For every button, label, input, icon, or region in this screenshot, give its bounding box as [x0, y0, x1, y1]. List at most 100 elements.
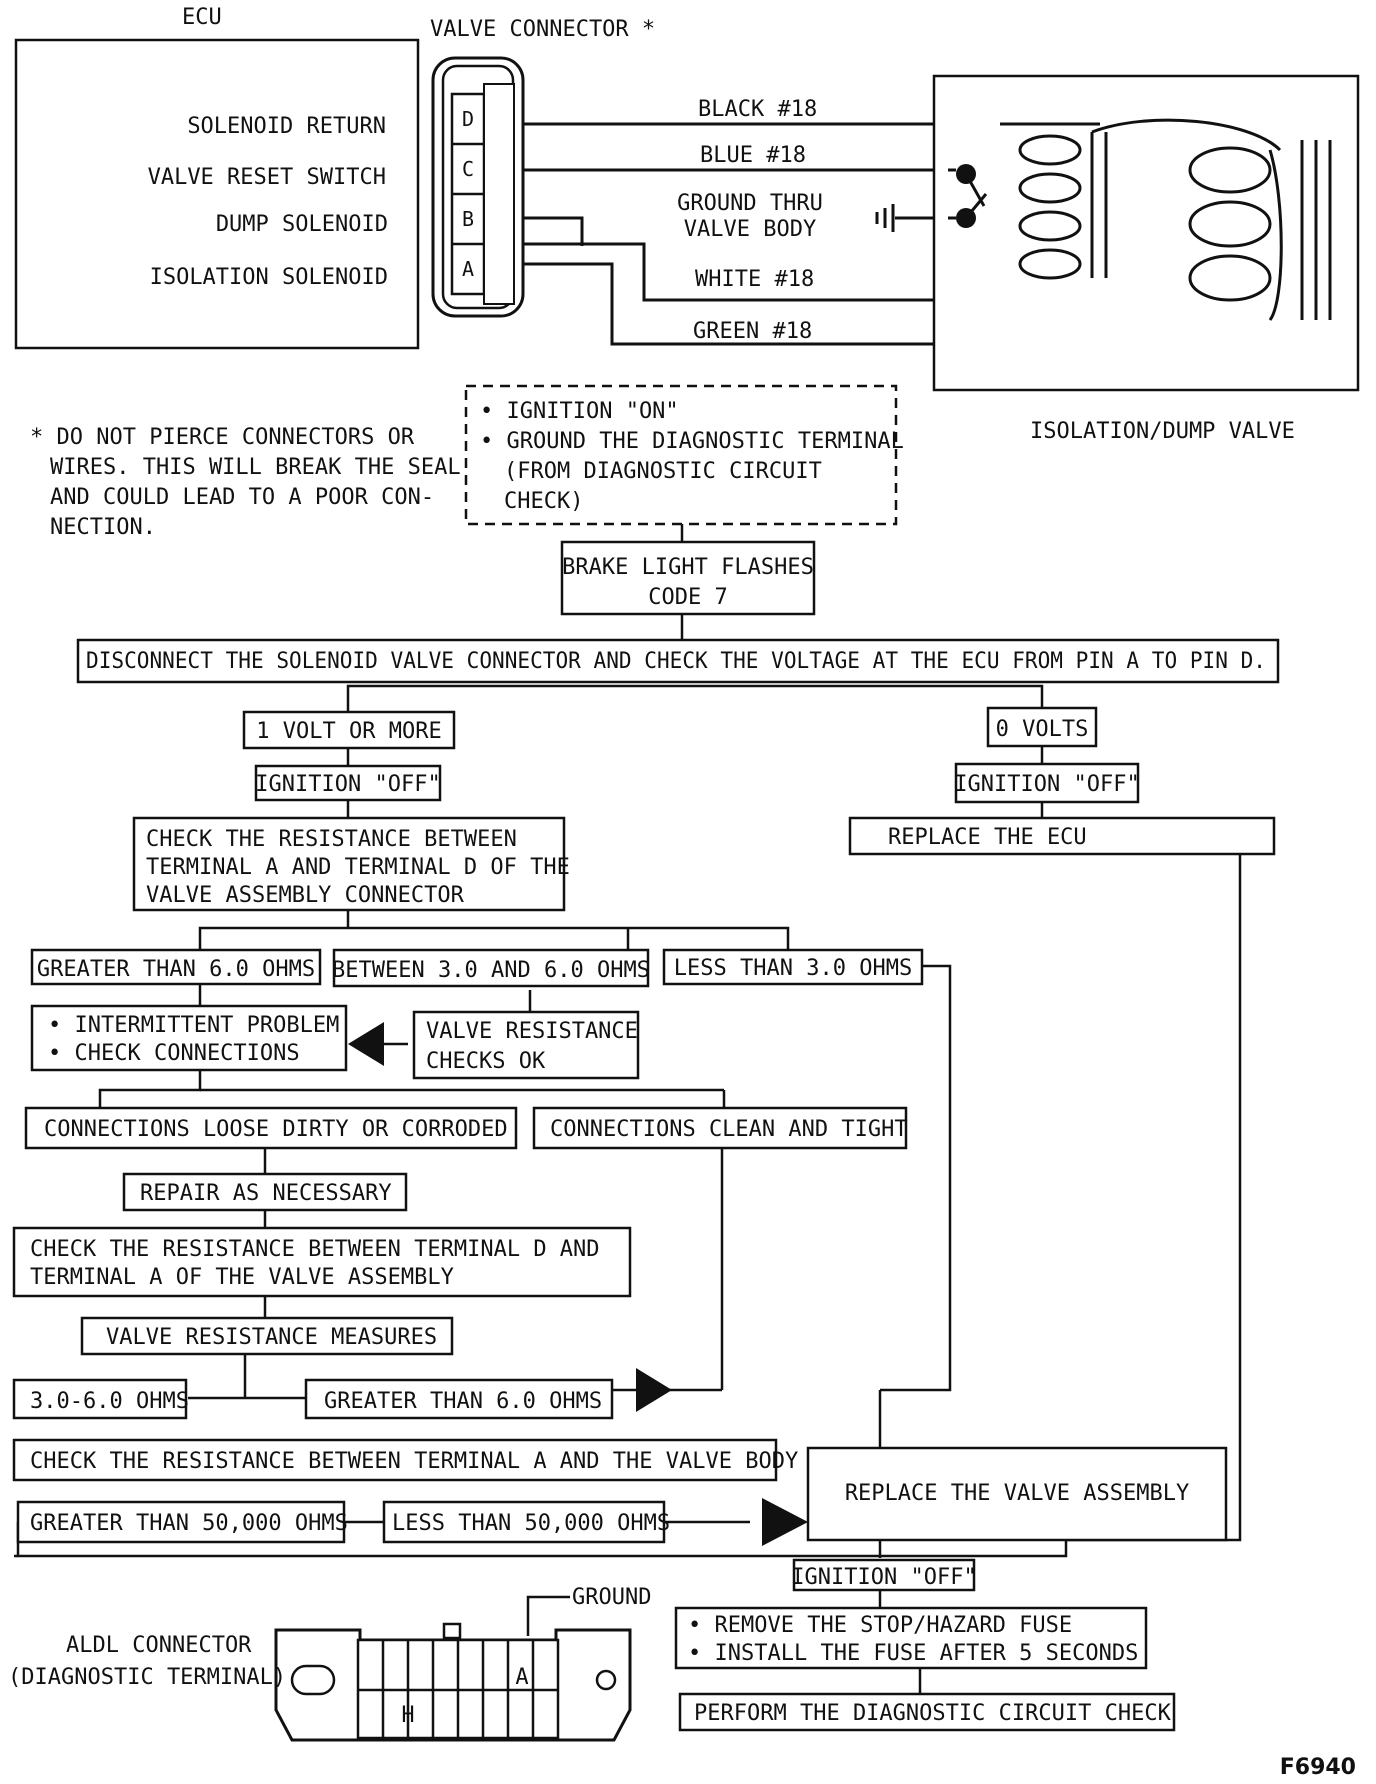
ignition-off-left-box: IGNITION "OFF"	[254, 764, 442, 802]
isolation-dump-valve-label: ISOLATION/DUMP VALVE	[1030, 419, 1295, 444]
ignition-off-bottom-text: IGNITION "OFF"	[791, 1565, 976, 1590]
valve-measures-box: VALVE RESISTANCE MEASURES	[80, 1316, 454, 1356]
less-3-ohms-box: LESS THAN 3.0 OHMS	[662, 948, 924, 986]
replace-ecu-box: REPLACE THE ECU	[848, 816, 1276, 856]
intermittent-line-2: • CHECK CONNECTIONS	[48, 1041, 300, 1066]
ecu-pin-valve-reset-switch: VALVE RESET SWITCH	[148, 165, 386, 190]
ohms-3-6-box: 3.0-6.0 OHMS	[12, 1378, 189, 1420]
footnote-line-4: NECTION.	[50, 515, 156, 540]
check-resistance-da-line-1: CHECK THE RESISTANCE BETWEEN TERMINAL D …	[30, 1237, 600, 1262]
valve-internals	[948, 118, 1332, 321]
check-resistance-da-box: CHECK THE RESISTANCE BETWEEN TERMINAL D …	[12, 1226, 632, 1298]
isolation-coil	[1188, 146, 1272, 302]
check-body-box: CHECK THE RESISTANCE BETWEEN TERMINAL A …	[12, 1438, 798, 1482]
isolation-dump-valve-box	[932, 74, 1360, 392]
valve-resistance-ok-line-2: CHECKS OK	[426, 1049, 546, 1074]
check-resistance-ad-box: CHECK THE RESISTANCE BETWEEN TERMINAL A …	[132, 816, 570, 912]
fuse-box: • REMOVE THE STOP/HAZARD FUSE • INSTALL …	[674, 1606, 1148, 1670]
aldl-mount-slot	[290, 1664, 336, 1696]
check-resistance-da-line-2: TERMINAL A OF THE VALVE ASSEMBLY	[30, 1265, 454, 1290]
perform-check-text: PERFORM THE DIAGNOSTIC CIRCUIT CHECK	[694, 1701, 1172, 1726]
wire-label-blue: BLUE #18	[700, 143, 806, 168]
greater-6-ohms-text: GREATER THAN 6.0 OHMS	[37, 957, 315, 982]
start-ignition-on: • IGNITION "ON"	[480, 399, 679, 424]
aldl-pin-h: H	[401, 1703, 414, 1728]
footnote-line-1: * DO NOT PIERCE CONNECTORS OR	[30, 425, 415, 450]
replace-valve-text: REPLACE THE VALVE ASSEMBLY	[845, 1481, 1189, 1506]
replace-ecu-text: REPLACE THE ECU	[888, 825, 1087, 850]
greater-6-ohms-b-text: GREATER THAN 6.0 OHMS	[324, 1389, 602, 1414]
start-from-check-1: (FROM DIAGNOSTIC CIRCUIT	[504, 459, 822, 484]
disconnect-box: DISCONNECT THE SOLENOID VALVE CONNECTOR …	[76, 638, 1280, 684]
replace-valve-box: REPLACE THE VALVE ASSEMBLY	[806, 1446, 1228, 1542]
disconnect-text: DISCONNECT THE SOLENOID VALVE CONNECTOR …	[86, 649, 1266, 674]
ecu-pin-dump-solenoid: DUMP SOLENOID	[216, 212, 388, 237]
fuse-line-1: • REMOVE THE STOP/HAZARD FUSE	[688, 1613, 1072, 1638]
aldl-label-2: (DIAGNOSTIC TERMINAL)	[8, 1665, 286, 1690]
valve-resistance-ok-box: VALVE RESISTANCE CHECKS OK	[412, 1010, 640, 1080]
less-50k-text: LESS THAN 50,000 OHMS	[392, 1511, 670, 1536]
between-3-6-ohms-box: BETWEEN 3.0 AND 6.0 OHMS	[332, 948, 650, 988]
connections-clean-box: CONNECTIONS CLEAN AND TIGHT	[532, 1106, 908, 1150]
dump-coil	[1018, 134, 1082, 280]
footnote: * DO NOT PIERCE CONNECTORS OR WIRES. THI…	[30, 425, 461, 540]
wire-label-white: WHITE #18	[695, 267, 814, 292]
aldl-ground-leader	[526, 1595, 570, 1636]
brake-light-line-1: BRAKE LIGHT FLASHES	[562, 555, 814, 580]
aldl-label-1: ALDL CONNECTOR	[66, 1633, 252, 1658]
footnote-line-3: AND COULD LEAD TO A POOR CON-	[50, 485, 434, 510]
start-ground-terminal: • GROUND THE DIAGNOSTIC TERMINAL	[480, 429, 904, 454]
valve-connector-title: VALVE CONNECTOR *	[430, 17, 655, 42]
wire-label-green: GREEN #18	[693, 319, 812, 344]
one-volt-box: 1 VOLT OR MORE	[242, 710, 456, 750]
aldl-pin-a: A	[515, 1665, 528, 1690]
greater-50k-box: GREATER THAN 50,000 OHMS	[16, 1500, 348, 1544]
greater-50k-text: GREATER THAN 50,000 OHMS	[30, 1511, 348, 1536]
brake-light-line-2: CODE 7	[648, 585, 727, 610]
connector-pin-a: A	[462, 257, 474, 281]
valve-resistance-ok-line-1: VALVE RESISTANCE	[426, 1019, 638, 1044]
connector-pin-b: B	[462, 207, 474, 231]
arrow-to-intermittent	[348, 1022, 384, 1066]
perform-check-box: PERFORM THE DIAGNOSTIC CIRCUIT CHECK	[678, 1692, 1176, 1732]
aldl-connector: A H	[274, 1622, 632, 1742]
ecu-pin-solenoid-return: SOLENOID RETURN	[187, 114, 386, 139]
start-from-check-2: CHECK)	[504, 489, 583, 514]
wire-green	[524, 262, 1120, 346]
fuse-line-2: • INSTALL THE FUSE AFTER 5 SECONDS	[688, 1641, 1138, 1666]
check-resistance-ad-line-1: CHECK THE RESISTANCE BETWEEN	[146, 827, 517, 852]
zero-volts-box: 0 VOLTS	[986, 706, 1098, 748]
aldl-mount-hole	[595, 1669, 617, 1691]
connections-clean-text: CONNECTIONS CLEAN AND TIGHT	[550, 1117, 908, 1142]
between-3-6-ohms-text: BETWEEN 3.0 AND 6.0 OHMS	[332, 958, 650, 983]
aldl-ground-label: GROUND	[572, 1585, 651, 1610]
intermittent-line-1: • INTERMITTENT PROBLEM	[48, 1013, 339, 1038]
ohms-3-6-text: 3.0-6.0 OHMS	[30, 1389, 189, 1414]
ignition-off-right-text: IGNITION "OFF"	[954, 772, 1139, 797]
arrow-less-50k	[762, 1498, 808, 1546]
footnote-line-2: WIRES. THIS WILL BREAK THE SEAL	[50, 455, 461, 480]
wire-label-ground-2: VALVE BODY	[684, 217, 816, 242]
valve-measures-text: VALVE RESISTANCE MEASURES	[106, 1325, 437, 1350]
ecu-title: ECU	[182, 5, 222, 30]
intermittent-box: • INTERMITTENT PROBLEM • CHECK CONNECTIO…	[30, 1004, 348, 1072]
figure-id: F6940	[1280, 1755, 1356, 1780]
connections-loose-text: CONNECTIONS LOOSE DIRTY OR CORRODED	[44, 1117, 508, 1142]
ecu-box	[14, 38, 420, 350]
aldl-section: ALDL CONNECTOR (DIAGNOSTIC TERMINAL) GRO…	[8, 1585, 651, 1742]
zero-volts-text: 0 VOLTS	[996, 717, 1089, 742]
repair-box: REPAIR AS NECESSARY	[122, 1172, 408, 1212]
connections-loose-box: CONNECTIONS LOOSE DIRTY OR CORRODED	[24, 1106, 518, 1150]
valve-connector: D C B A	[431, 56, 525, 318]
wiring-section: ECU SOLENOID RETURN VALVE RESET SWITCH D…	[14, 5, 1360, 540]
greater-6-ohms-b-box: GREATER THAN 6.0 OHMS	[304, 1378, 614, 1420]
wire-label-ground-1: GROUND THRU	[677, 191, 823, 216]
brake-light-box: BRAKE LIGHT FLASHES CODE 7	[560, 540, 816, 616]
wire-ground	[524, 216, 584, 246]
ecu-pin-isolation-solenoid: ISOLATION SOLENOID	[150, 265, 388, 290]
ignition-off-left-text: IGNITION "OFF"	[255, 772, 440, 797]
check-body-text: CHECK THE RESISTANCE BETWEEN TERMINAL A …	[30, 1449, 798, 1474]
ignition-off-bottom-box: IGNITION "OFF"	[791, 1558, 977, 1592]
